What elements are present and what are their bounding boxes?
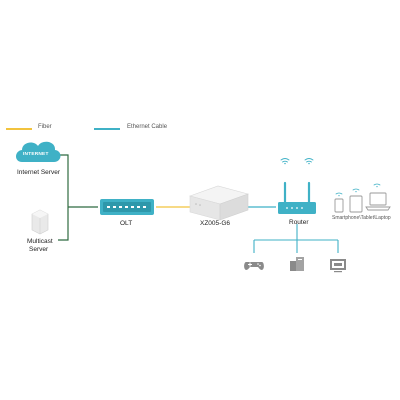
olt-switch-icon <box>100 199 154 215</box>
olt-label: OLT <box>120 220 133 227</box>
router-wifi-icon-right <box>304 158 314 165</box>
fiber-legend-line <box>6 128 32 130</box>
router-icon <box>278 181 316 214</box>
tablet-icon <box>349 195 363 213</box>
client-wifi-icons <box>335 183 381 197</box>
internet-server-label: Internet Server <box>17 169 60 176</box>
router-label: Router <box>289 219 309 226</box>
multicast-server-label-line1: Multicast <box>27 238 53 245</box>
clients-label: Smartphone\Tablet\Laptop <box>332 215 391 221</box>
router-branch-lines <box>253 224 339 253</box>
tv-icon <box>330 259 346 273</box>
onu-device-icon <box>188 185 250 221</box>
multicast-server-icon <box>31 209 49 235</box>
router-wifi-icon-left <box>280 158 290 165</box>
laptop-icon <box>365 192 391 211</box>
ethernet-legend-line <box>94 128 120 130</box>
multicast-server-label-line2: Server <box>29 246 49 253</box>
fiber-legend-label: Fiber <box>38 124 52 130</box>
internet-cloud-icon <box>16 141 61 162</box>
desktop-pc-icon <box>290 257 304 271</box>
ethernet-legend-label: Ethernet Cable <box>127 124 168 130</box>
internet-cloud-text: INTERNET <box>23 151 49 157</box>
game-controller-icon <box>244 262 264 270</box>
onu-label: XZ005-G6 <box>200 220 230 227</box>
legend-ethernet: Ethernet Cable <box>94 124 214 134</box>
smartphone-icon <box>334 198 344 213</box>
legend-fiber: Fiber <box>6 124 86 134</box>
server-bracket-line <box>58 154 98 241</box>
